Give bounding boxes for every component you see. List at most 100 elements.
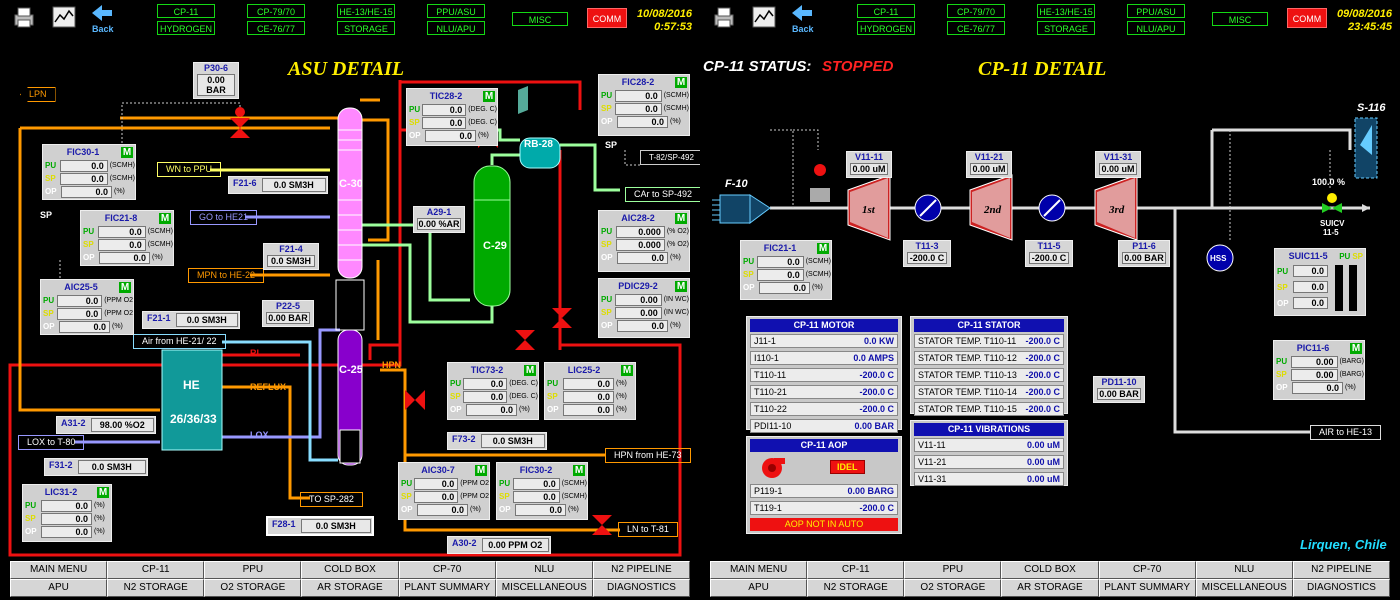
menu-apu[interactable]: APU	[710, 579, 808, 597]
stream-to-sp282[interactable]: TO SP-282	[300, 492, 363, 507]
manual-mode-badge[interactable]: M	[675, 280, 687, 292]
nav-nlu-apu[interactable]: NLU/APU	[1127, 21, 1185, 35]
nav-storage[interactable]: STORAGE	[1037, 21, 1095, 35]
menu-n2-storage[interactable]: N2 STORAGE	[107, 579, 205, 597]
nav-ppu-asu[interactable]: PPU/ASU	[427, 4, 485, 18]
stream-lox-t80[interactable]: LOX to T-80	[18, 435, 85, 450]
nav-he13[interactable]: HE-13/HE-15	[1037, 4, 1095, 18]
stream-lpn[interactable]: LPN	[20, 87, 56, 102]
manual-mode-badge[interactable]: M	[524, 364, 536, 376]
stream-go-he21[interactable]: GO to HE21	[190, 210, 258, 225]
nav-hydrogen[interactable]: HYDROGEN	[157, 21, 215, 35]
nav-ppu-asu[interactable]: PPU/ASU	[1127, 4, 1185, 18]
trend-icon[interactable]	[752, 6, 776, 28]
menu-ppu[interactable]: PPU	[204, 561, 302, 579]
menu-apu[interactable]: APU	[10, 579, 108, 597]
nav-cp11[interactable]: CP-11	[857, 4, 915, 18]
menu-plant-summary[interactable]: PLANT SUMMARY	[398, 579, 496, 597]
manual-mode-badge[interactable]: M	[121, 146, 133, 158]
menu-main-menu[interactable]: MAIN MENU	[710, 561, 808, 579]
menu-ppu[interactable]: PPU	[904, 561, 1002, 579]
menu-o2-storage[interactable]: O2 STORAGE	[904, 579, 1002, 597]
menu-n2-pipeline[interactable]: N2 PIPELINE	[1292, 561, 1390, 579]
nav-misc[interactable]: MISC	[512, 12, 568, 26]
manual-mode-badge[interactable]: M	[119, 281, 131, 293]
manual-mode-badge[interactable]: M	[475, 464, 487, 476]
menu-cp11[interactable]: CP-11	[107, 561, 205, 579]
manual-mode-badge[interactable]: M	[159, 212, 171, 224]
nav-ce76[interactable]: CE-76/77	[947, 21, 1005, 35]
menu-n2-storage[interactable]: N2 STORAGE	[807, 579, 905, 597]
nav-misc[interactable]: MISC	[1212, 12, 1268, 26]
comm-button[interactable]: COMM	[587, 8, 627, 28]
manual-mode-badge[interactable]: M	[621, 364, 633, 376]
menu-nlu[interactable]: NLU	[495, 561, 593, 579]
manual-mode-badge[interactable]: M	[573, 464, 585, 476]
menu-diagnostics[interactable]: DIAGNOSTICS	[592, 579, 690, 597]
back-label[interactable]: Back	[92, 24, 114, 34]
menu-nlu[interactable]: NLU	[1195, 561, 1293, 579]
stream-t82[interactable]: T-82/SP-492	[640, 150, 700, 165]
menu-n2-pipeline[interactable]: N2 PIPELINE	[592, 561, 690, 579]
aop-idle-button[interactable]: IDEL	[830, 460, 865, 474]
stream-air-he[interactable]: Air from HE-21/ 22	[133, 334, 226, 349]
manual-mode-badge[interactable]: M	[675, 76, 687, 88]
stream-wn-ppu[interactable]: WN to PPU	[157, 162, 222, 177]
stream-ln-t81[interactable]: LN to T-81	[618, 522, 678, 537]
stream-air-he13[interactable]: AIR to HE-13	[1310, 425, 1382, 440]
nav-hydrogen[interactable]: HYDROGEN	[857, 21, 915, 35]
manual-mode-badge[interactable]: M	[817, 242, 829, 254]
nav-ce76[interactable]: CE-76/77	[247, 21, 305, 35]
tag-t11-3[interactable]: T11-3-200.0 C	[903, 240, 951, 267]
menu-diagnostics[interactable]: DIAGNOSTICS	[1292, 579, 1390, 597]
nav-nlu-apu[interactable]: NLU/APU	[427, 21, 485, 35]
menu-miscellaneous[interactable]: MISCELLANEOUS	[1195, 579, 1293, 597]
manual-mode-badge[interactable]: M	[483, 90, 495, 102]
trend-icon[interactable]	[52, 6, 76, 28]
menu-ar-storage[interactable]: AR STORAGE	[1001, 579, 1099, 597]
stream-car-sp492[interactable]: CAr to SP-492	[625, 187, 700, 202]
menu-o2-storage[interactable]: O2 STORAGE	[204, 579, 302, 597]
menu-miscellaneous[interactable]: MISCELLANEOUS	[495, 579, 593, 597]
menu-main-menu[interactable]: MAIN MENU	[10, 561, 108, 579]
manual-mode-badge[interactable]: M	[1350, 342, 1362, 354]
menu-cold-box[interactable]: COLD BOX	[301, 561, 399, 579]
back-arrow-icon[interactable]	[92, 5, 112, 21]
nav-cp79[interactable]: CP-79/70	[247, 4, 305, 18]
menu-cp11[interactable]: CP-11	[807, 561, 905, 579]
printer-icon[interactable]	[712, 6, 736, 28]
stream-mpn-he22[interactable]: MPN to HE-22	[188, 268, 265, 283]
menu-plant-summary[interactable]: PLANT SUMMARY	[1098, 579, 1196, 597]
stream-hpn-he73[interactable]: HPN from HE-73	[605, 448, 691, 463]
menu-cold-box[interactable]: COLD BOX	[1001, 561, 1099, 579]
tag-t11-5[interactable]: T11-5-200.0 C	[1025, 240, 1073, 267]
